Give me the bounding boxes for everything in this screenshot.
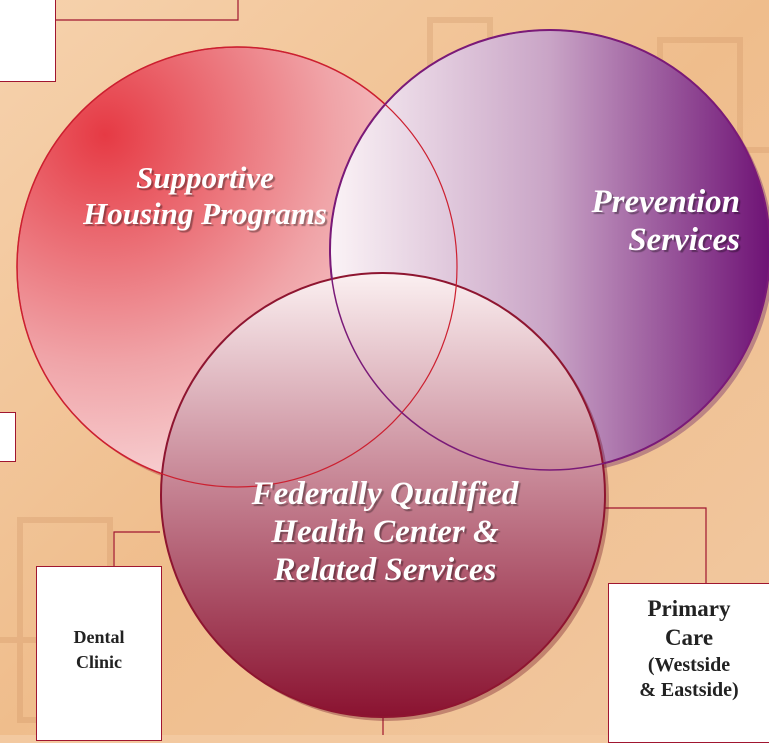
supportive-housing-label: Supportive Housing Programs <box>83 160 327 231</box>
primary-care-line-1: Primary <box>647 596 731 621</box>
mid-left-box <box>0 412 16 462</box>
primary-care-line-2: Care <box>664 625 714 651</box>
primary-care-label: Primary Care (Westside & Eastside) <box>609 594 769 704</box>
dental-clinic-label: Dental Clinic <box>73 627 125 673</box>
prevention-label: Prevention Services <box>591 184 740 258</box>
fqhc-circle <box>160 272 606 718</box>
primary-care-line-4: & Eastside) <box>639 679 739 702</box>
primary-care-line-3: (Westside <box>647 653 731 676</box>
dental-clinic-box: Dental Clinic <box>36 566 162 741</box>
primary-care-box: Primary Care (Westside & Eastside) <box>608 583 769 743</box>
top-left-box <box>0 0 56 82</box>
fqhc-label: Federally Qualified Health Center & Rela… <box>251 476 519 588</box>
